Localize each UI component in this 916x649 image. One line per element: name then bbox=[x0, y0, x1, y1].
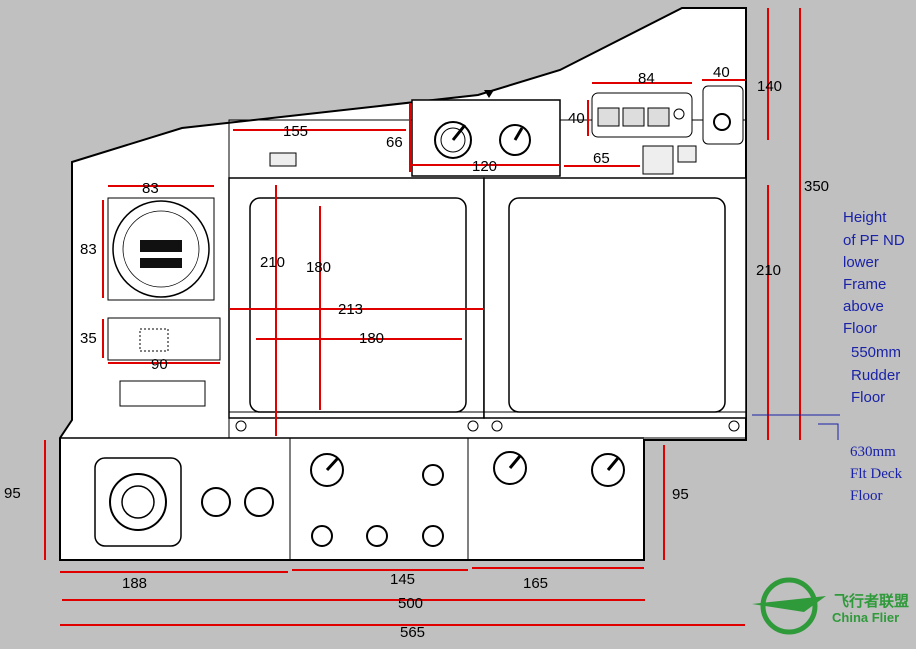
dim-35: 35 bbox=[80, 330, 97, 347]
dim-66: 66 bbox=[386, 134, 403, 151]
dimension-lines bbox=[44, 8, 801, 626]
dim-210-right: 210 bbox=[756, 262, 781, 279]
dim-84: 84 bbox=[638, 70, 655, 87]
svg-text:Floor: Floor bbox=[843, 320, 877, 337]
dim-145: 145 bbox=[390, 571, 415, 588]
dim-40-side: 40 bbox=[568, 110, 585, 127]
svg-text:630mm: 630mm bbox=[850, 444, 896, 460]
standby-subpanel bbox=[107, 317, 221, 361]
svg-text:above: above bbox=[843, 298, 884, 315]
dim-565: 565 bbox=[400, 624, 425, 641]
lower-button-1 bbox=[201, 487, 231, 517]
display-screen-right bbox=[508, 197, 726, 413]
flt-deck-marker bbox=[818, 423, 839, 440]
dim-83-top: 83 bbox=[142, 180, 159, 197]
note-flt-deck-floor: 630mm Flt Deck Floor bbox=[850, 444, 903, 504]
note-rudder-floor: 550mm Rudder Floor bbox=[851, 344, 901, 406]
note-pf-nd-height: Height of PF ND lower Frame above Floor bbox=[843, 209, 905, 337]
dim-165: 165 bbox=[523, 575, 548, 592]
placard-right2 bbox=[677, 145, 697, 163]
warning-light bbox=[673, 108, 685, 120]
dim-95-left: 95 bbox=[4, 485, 21, 502]
svg-text:China Flier: China Flier bbox=[832, 610, 899, 625]
lower-button-2 bbox=[244, 487, 274, 517]
svg-text:Floor: Floor bbox=[850, 488, 883, 504]
placard-bottom-left bbox=[119, 380, 206, 407]
lower-knob-2 bbox=[422, 464, 444, 486]
lights-knob bbox=[713, 113, 731, 131]
dim-350: 350 bbox=[804, 178, 829, 195]
dim-500: 500 bbox=[398, 595, 423, 612]
dim-120: 120 bbox=[472, 158, 497, 175]
lower-big-square bbox=[94, 457, 182, 547]
lower-knob-5 bbox=[422, 525, 444, 547]
center-marker bbox=[484, 90, 494, 98]
placard-left bbox=[269, 152, 297, 167]
dim-65: 65 bbox=[593, 150, 610, 167]
dim-83-side: 83 bbox=[80, 241, 97, 258]
dim-180-top: 180 bbox=[306, 259, 331, 276]
placard-right bbox=[642, 145, 674, 175]
dim-95-right: 95 bbox=[672, 486, 689, 503]
dim-180-bottom: 180 bbox=[359, 330, 384, 347]
svg-text:Floor: Floor bbox=[851, 389, 885, 406]
dim-40-top: 40 bbox=[713, 64, 730, 81]
svg-text:Flt Deck: Flt Deck bbox=[850, 466, 903, 482]
svg-text:Height: Height bbox=[843, 209, 887, 226]
dim-188: 188 bbox=[122, 575, 147, 592]
lower-knob-3 bbox=[311, 525, 333, 547]
svg-text:Rudder: Rudder bbox=[851, 367, 900, 384]
svg-text:550mm: 550mm bbox=[851, 344, 901, 361]
lower-knob-4 bbox=[366, 525, 388, 547]
dim-213: 213 bbox=[338, 301, 363, 318]
dim-155: 155 bbox=[283, 123, 308, 140]
svg-text:lower: lower bbox=[843, 254, 879, 271]
dim-90: 90 bbox=[151, 356, 168, 373]
dim-140: 140 bbox=[757, 78, 782, 95]
china-flier-logo: 飞行者联盟 China Flier bbox=[752, 577, 909, 635]
svg-text:of PF ND: of PF ND bbox=[843, 232, 905, 249]
svg-text:飞行者联盟: 飞行者联盟 bbox=[834, 592, 909, 610]
dim-210-left: 210 bbox=[260, 254, 285, 271]
svg-text:Frame: Frame bbox=[843, 276, 886, 293]
